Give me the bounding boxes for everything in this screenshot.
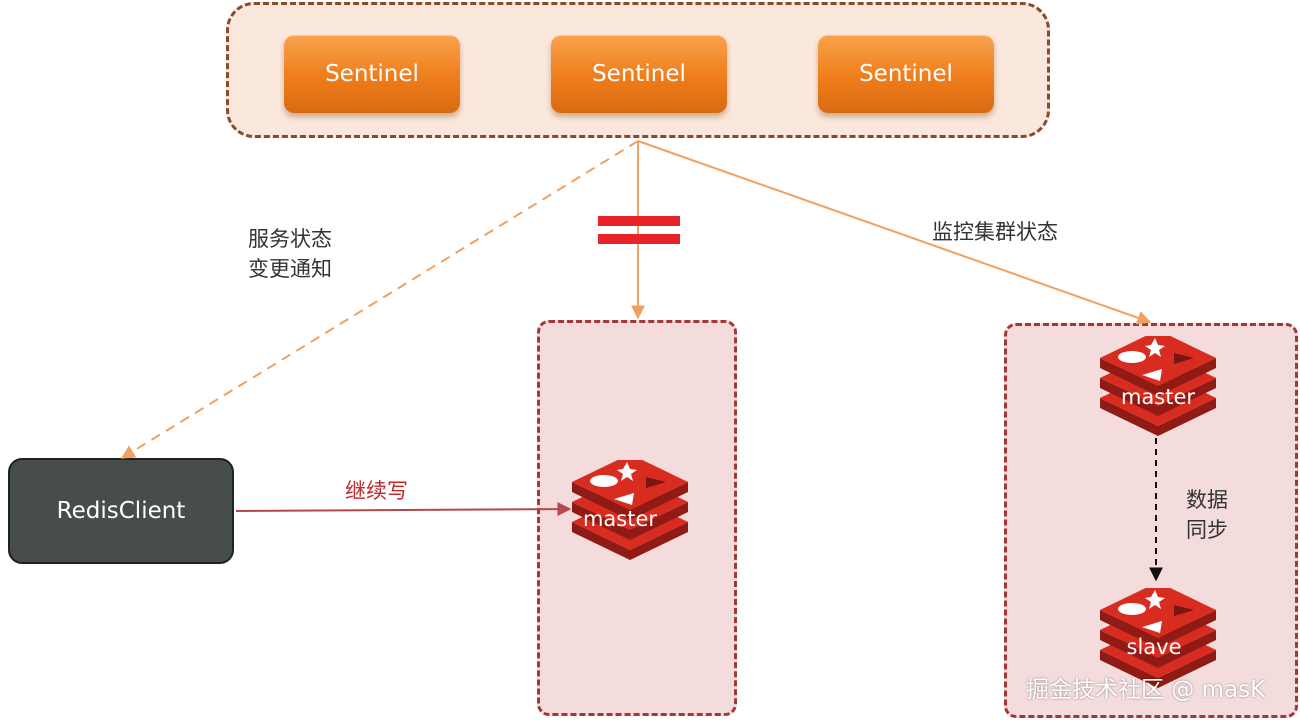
slave-label: slave bbox=[1127, 635, 1182, 659]
monitor-arrow bbox=[637, 140, 1152, 325]
new-master-redis-icon[interactable]: master bbox=[1096, 336, 1220, 438]
sentinel-node-2[interactable]: Sentinel bbox=[551, 35, 727, 113]
sentinel-node-1[interactable]: Sentinel bbox=[284, 35, 460, 113]
redis-client[interactable]: RedisClient bbox=[8, 458, 234, 564]
notify-label-line2: 变更通知 bbox=[248, 257, 332, 281]
old-master-label: master bbox=[583, 507, 657, 531]
watermark: 掘金技术社区 @ masK bbox=[1026, 677, 1266, 703]
sentinel-group: Sentinel Sentinel Sentinel bbox=[226, 2, 1050, 138]
write-arrow bbox=[235, 502, 572, 517]
notify-arrow bbox=[120, 140, 639, 459]
continue-write-label: 继续写 bbox=[345, 479, 408, 503]
notify-label: 服务状态 变更通知 bbox=[248, 224, 332, 284]
notify-label-line1: 服务状态 bbox=[248, 227, 332, 251]
disconnect-icon bbox=[598, 216, 680, 244]
sync-label: 数据 同步 bbox=[1186, 485, 1228, 545]
sentinel-label: Sentinel bbox=[859, 61, 953, 87]
monitor-label: 监控集群状态 bbox=[932, 220, 1058, 244]
sentinel-label: Sentinel bbox=[592, 61, 686, 87]
old-master-redis-icon[interactable]: master bbox=[568, 460, 692, 562]
redis-client-label: RedisClient bbox=[56, 498, 186, 524]
slave-redis-icon[interactable]: slave bbox=[1096, 588, 1220, 690]
sentinel-label: Sentinel bbox=[325, 61, 419, 87]
sync-label-line1: 数据 bbox=[1186, 488, 1228, 512]
sync-label-line2: 同步 bbox=[1186, 518, 1228, 542]
sentinel-node-3[interactable]: Sentinel bbox=[818, 35, 994, 113]
new-master-label: master bbox=[1121, 385, 1195, 409]
